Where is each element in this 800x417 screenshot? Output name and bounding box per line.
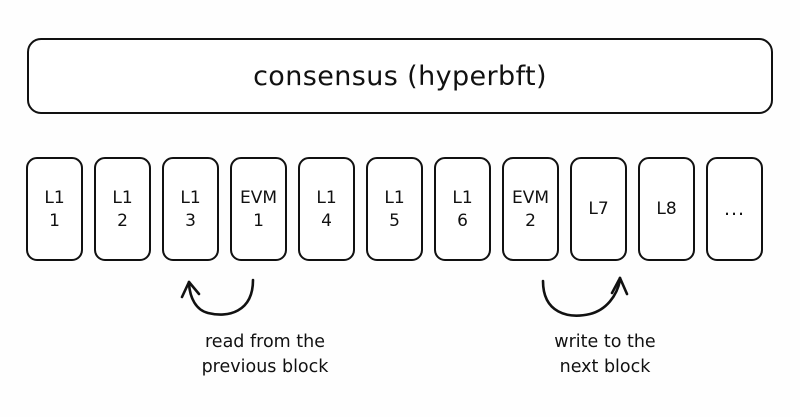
- block-l1-5[interactable]: L1 5: [366, 157, 423, 261]
- caption-line-2: next block: [559, 357, 651, 377]
- block-index: 1: [253, 210, 264, 231]
- block-l1-1[interactable]: L1 1: [26, 157, 83, 261]
- curved-arrow-up-right-icon: [541, 276, 629, 317]
- block-l1-6[interactable]: L1 6: [434, 157, 491, 261]
- arrow-wrap: [460, 272, 750, 320]
- block-label: EVM: [239, 187, 278, 208]
- block-label: L1: [452, 187, 473, 208]
- caption-line-1: read from the: [205, 332, 325, 352]
- block-l1-2[interactable]: L1 2: [94, 157, 151, 261]
- block-label: L1: [316, 187, 337, 208]
- block-index: 4: [321, 210, 332, 231]
- curved-arrow-up-left-icon: [180, 278, 255, 316]
- block-index: 3: [185, 210, 196, 231]
- block-evm-1[interactable]: EVM 1: [230, 157, 287, 261]
- block-label: L1: [44, 187, 65, 208]
- caption-line-2: previous block: [201, 357, 329, 377]
- block-row: L1 1 L1 2 L1 3 EVM 1 L1 4 L1 5 L1 6 EVM: [26, 157, 774, 261]
- block-index: 2: [117, 210, 128, 231]
- block-ellipsis[interactable]: ...: [706, 157, 763, 261]
- annotation-write-to-next-block: write to the next block: [460, 272, 750, 380]
- block-l8[interactable]: L8: [638, 157, 695, 261]
- block-index: 6: [457, 210, 468, 231]
- block-index: 1: [49, 210, 60, 231]
- block-label: ...: [723, 198, 746, 220]
- block-label: EVM: [511, 187, 550, 208]
- caption-block: write to the next block: [460, 330, 750, 380]
- block-index: 5: [389, 210, 400, 231]
- block-label: L1: [112, 187, 133, 208]
- block-label: L7: [588, 199, 609, 219]
- block-label: L1: [180, 187, 201, 208]
- block-l1-3[interactable]: L1 3: [162, 157, 219, 261]
- arrow-wrap: [120, 272, 410, 320]
- block-label: L1: [384, 187, 405, 208]
- block-label: L8: [656, 199, 677, 219]
- caption-line-1: write to the: [554, 332, 656, 352]
- consensus-bar: consensus (hyperbft): [27, 38, 773, 114]
- annotation-read-from-previous-block: read from the previous block: [120, 272, 410, 380]
- caption-block: read from the previous block: [120, 330, 410, 380]
- block-l1-4[interactable]: L1 4: [298, 157, 355, 261]
- consensus-title: consensus (hyperbft): [253, 60, 547, 92]
- block-index: 2: [525, 210, 536, 231]
- block-evm-2[interactable]: EVM 2: [502, 157, 559, 261]
- block-l7[interactable]: L7: [570, 157, 627, 261]
